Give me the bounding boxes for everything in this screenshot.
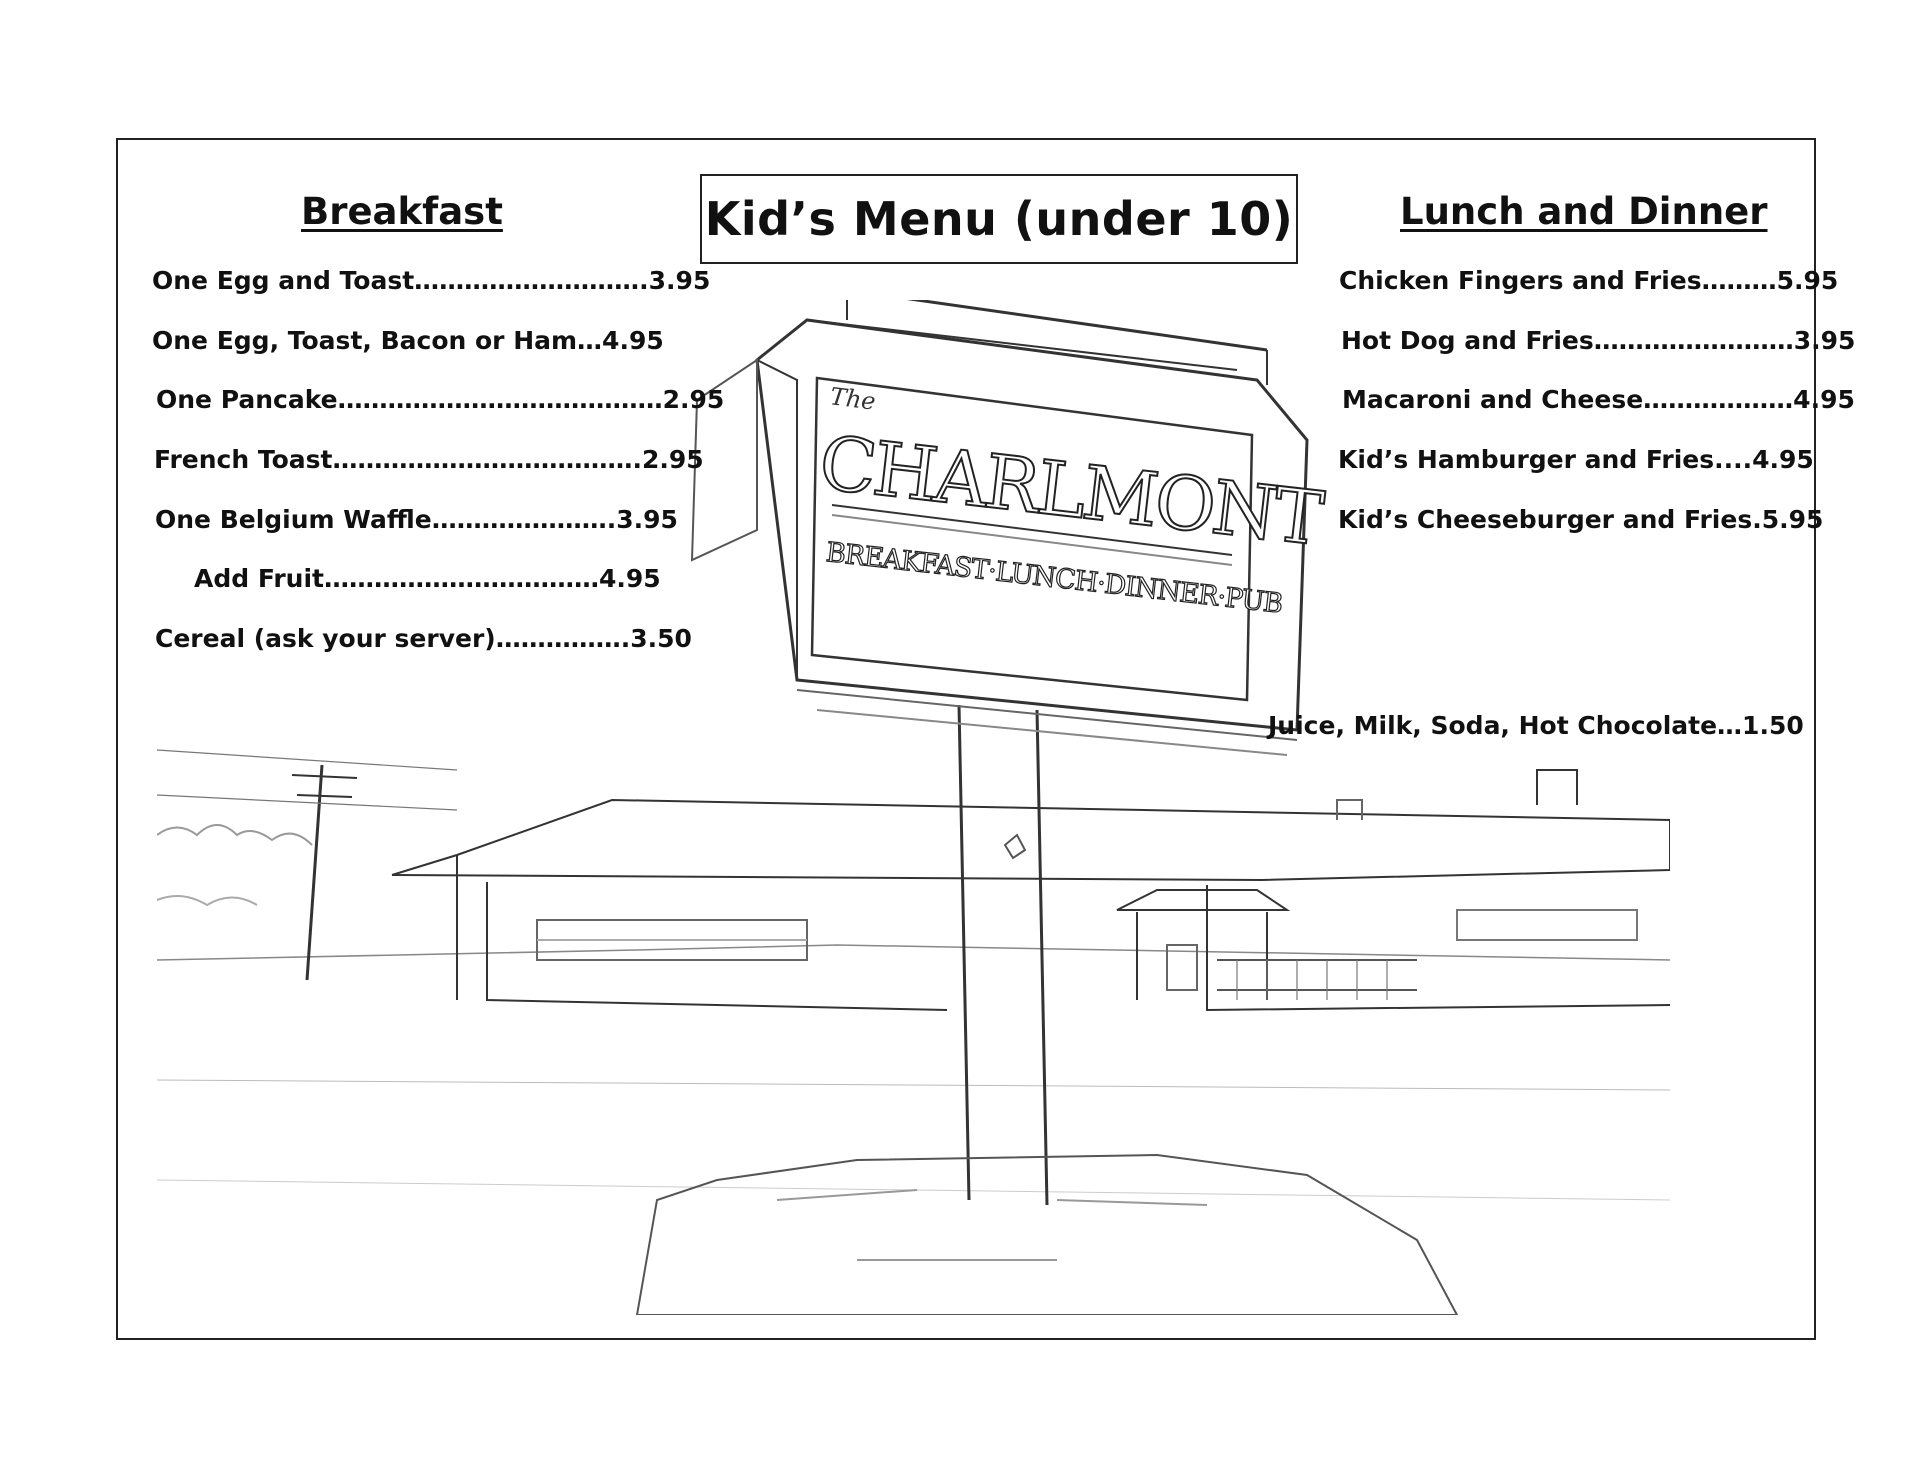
lunch-dinner-item: Chicken Fingers and Fries………5.95 — [1339, 266, 1839, 295]
breakfast-heading: Breakfast — [301, 190, 503, 233]
title-box: Kid’s Menu (under 10) — [700, 174, 1298, 264]
breakfast-item: French Toast……………………………….2.95 — [154, 445, 704, 474]
breakfast-item: One Egg, Toast, Bacon or Ham…4.95 — [152, 326, 664, 355]
breakfast-item: Add Fruit……………………………4.95 — [194, 564, 661, 593]
breakfast-item: One Pancake…………………………………2.95 — [156, 385, 725, 414]
lunch-dinner-item: Hot Dog and Fries……………………3.95 — [1341, 326, 1856, 355]
drinks-item: Juice, Milk, Soda, Hot Chocolate…1.50 — [1268, 711, 1804, 740]
breakfast-item: Cereal (ask your server)…………….3.50 — [155, 624, 692, 653]
restaurant-sign-illustration — [157, 300, 1670, 1315]
breakfast-item: One Belgium Waffle………………….3.95 — [155, 505, 678, 534]
lunch-dinner-item: Kid’s Cheeseburger and Fries.5.95 — [1338, 505, 1824, 534]
page-title: Kid’s Menu (under 10) — [704, 192, 1294, 246]
lunch-dinner-item: Kid’s Hamburger and Fries....4.95 — [1338, 445, 1814, 474]
breakfast-item: One Egg and Toast……………………….3.95 — [152, 266, 711, 295]
menu-frame — [116, 138, 1816, 1340]
lunch-dinner-heading: Lunch and Dinner — [1400, 190, 1768, 233]
sign-prefix: The — [828, 382, 878, 416]
lunch-dinner-item: Macaroni and Cheese………………4.95 — [1342, 385, 1855, 414]
